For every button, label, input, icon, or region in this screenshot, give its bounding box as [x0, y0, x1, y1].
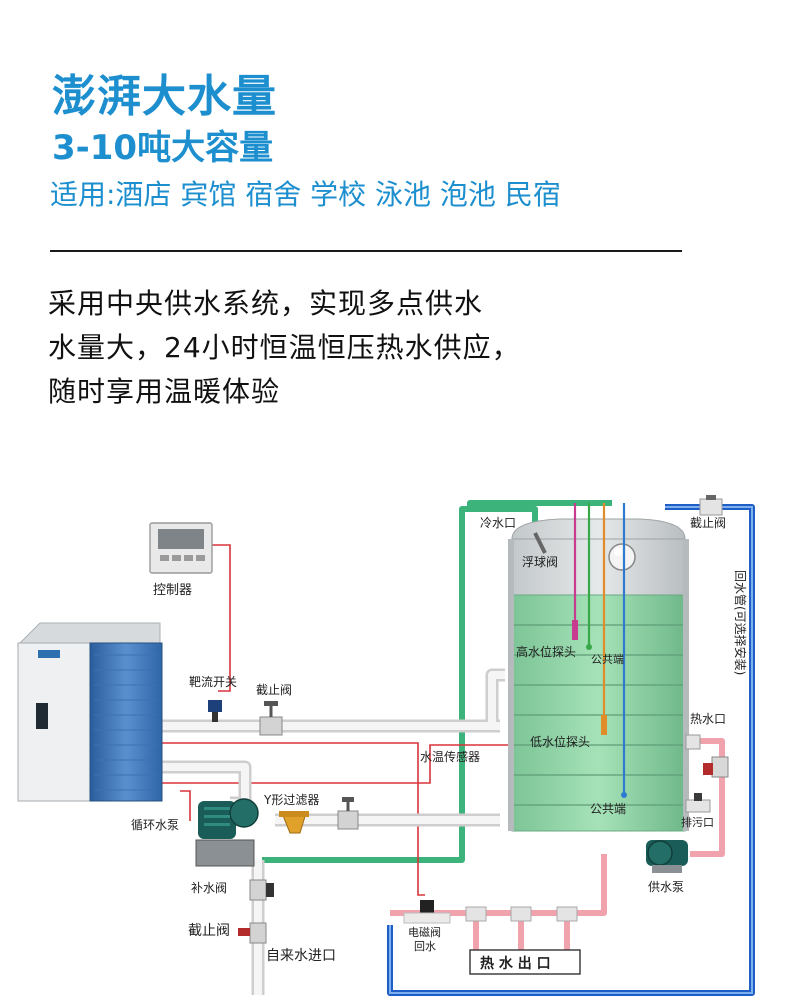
float-valve-label: 浮球阀 — [522, 555, 558, 569]
supply-pump-label: 供水泵 — [648, 880, 684, 894]
shutoff-valve-right-label: 截止阀 — [690, 516, 726, 530]
target-flow-switch — [208, 700, 222, 722]
distribution-fittings — [465, 906, 578, 922]
hot-water-port-label: 热水口 — [690, 712, 726, 726]
tap-water-inlet-label: 自来水进口 — [266, 948, 336, 964]
common-end-top-label: 公共端 — [591, 653, 624, 666]
description-line-1: 采用中央供水系统，实现多点供水 — [48, 287, 484, 320]
heat-pump-unit — [16, 622, 163, 802]
probe-wires — [573, 503, 626, 795]
inline-valve — [337, 797, 359, 830]
solenoid-valve-label: 电磁阀 — [408, 925, 441, 939]
makeup-valve-label: 补水阀 — [191, 881, 227, 895]
probe-tips — [572, 620, 627, 798]
water-tank — [508, 518, 689, 832]
low-level-probe-label: 低水位探头 — [530, 734, 590, 749]
hot-water-outlet-box — [469, 949, 581, 975]
circulation-pump-label: 循环水泵 — [131, 818, 179, 832]
capacity-subtitle: 3-10吨大容量 — [52, 128, 274, 168]
y-filter-label: Y形过滤器 — [263, 793, 319, 807]
hot-water-port — [685, 734, 729, 778]
float-valve — [533, 532, 636, 571]
drain-port-label: 排污口 — [681, 815, 714, 829]
shutoff-valve-top-label: 截止阀 — [256, 683, 292, 697]
supply-pump — [646, 840, 688, 873]
controller-device — [149, 522, 213, 574]
solenoid-valve — [403, 900, 451, 924]
control-wires — [162, 544, 508, 896]
high-level-probe-label: 高水位探头 — [516, 644, 576, 659]
circulation-pump — [195, 798, 259, 867]
common-end-bottom-label: 公共端 — [590, 802, 626, 816]
return-water-label: 回水 — [414, 940, 436, 953]
water-temp-sensor-label: 水温传感器 — [420, 749, 480, 764]
description-line-3: 随时享用温暖体验 — [48, 375, 281, 408]
y-filter — [279, 811, 309, 834]
hot-water-outlet-label: 热 水 出 口 — [480, 955, 551, 972]
drain-port — [685, 793, 711, 813]
brand-logo — [38, 650, 60, 658]
makeup-valve — [249, 879, 274, 901]
blue-return-loop-highlight — [389, 506, 753, 994]
heat-pump-panel — [36, 703, 48, 729]
target-flow-switch-label: 靶流开关 — [189, 675, 237, 689]
cold-water-inlet-label: 冷水口 — [480, 516, 516, 530]
shutoff-valve-top — [259, 701, 283, 736]
return-pipe-label: 回水管(可选择安装) — [733, 570, 748, 675]
shutoff-valve-right — [699, 495, 723, 516]
page-title: 澎湃大水量 — [52, 71, 277, 122]
shutoff-valve-bottom-label: 截止阀 — [188, 923, 230, 939]
shutoff-valve-bottom — [238, 922, 267, 944]
system-diagram: 控制器 靶流开关 截止阀 水温传感器 循环水泵 Y形过滤器 补水阀 — [14, 495, 778, 1001]
description-line-2: 水量大，24小时恒温恒压热水供应， — [48, 331, 521, 364]
green-cold-pipe — [262, 500, 612, 863]
divider-line — [50, 250, 682, 252]
usage-scenarios: 适用:酒店 宾馆 宿舍 学校 泳池 泡池 民宿 — [50, 178, 561, 211]
controller-label: 控制器 — [153, 583, 192, 598]
